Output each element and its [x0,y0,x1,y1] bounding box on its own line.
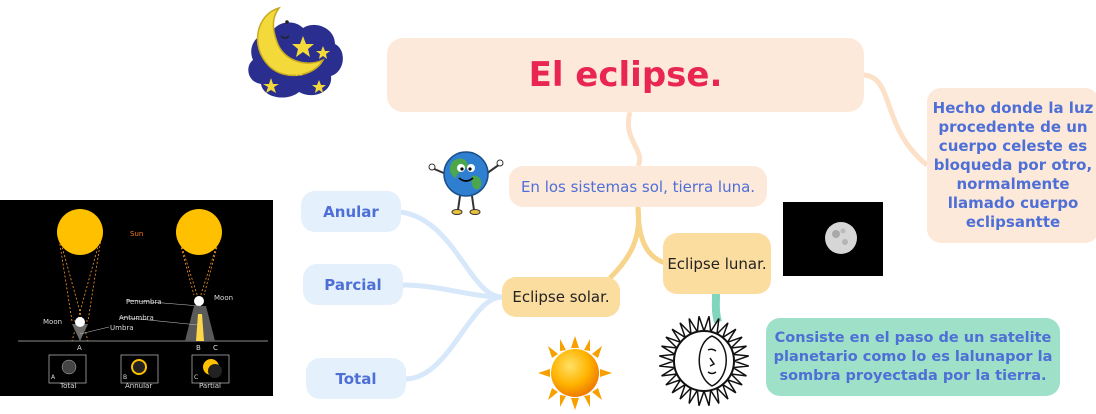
point-c-label: C [213,344,218,352]
lunar-eclipse-node[interactable]: Eclipse lunar. [663,233,771,294]
systems-text: En los sistemas sol, tierra luna. [520,177,756,196]
lunar-eclipse-text: Eclipse lunar. [667,254,767,273]
point-a-label: A [77,344,82,352]
left-moon [75,317,85,327]
panel-total-letter: A [51,374,56,381]
connector-title-definition [861,72,929,167]
panel-annular-label: Annular [125,382,152,390]
umbra-label: Umbra [110,324,134,332]
full-moon-photo [783,202,883,276]
moon-label-left: Moon [43,318,62,326]
eclipse-geometry-diagram: Sun Moon Moon Penumbra Antumbra Umbra A … [0,200,273,396]
moon-label-right: Moon [214,294,233,302]
total-node[interactable]: Total [306,358,406,399]
earth-illustration [428,151,504,215]
lunar-description-node[interactable]: Consiste en el paso de un satelite plane… [766,318,1060,396]
sun-face-rays [659,316,749,406]
parcial-text: Parcial [324,275,382,294]
right-sun [176,209,222,255]
sun-illustration [538,336,612,410]
definition-node[interactable]: Hecho donde la luz procedente de un cuer… [927,88,1096,243]
sun-moon-face-illustration [659,316,749,406]
connector-title-systems [625,111,643,168]
panel-partial-letter: C [194,374,198,381]
panel-annular-letter: B [123,374,127,381]
title-node[interactable]: El eclipse. [387,38,864,112]
connector-systems-lunar [635,206,666,266]
lunar-description-text: Consiste en el paso de un satelite plane… [773,329,1053,384]
point-b-label: B [196,344,201,352]
antumbra-label: Antumbra [119,314,154,322]
definition-text: Hecho donde la luz procedente de un cuer… [932,99,1094,231]
parcial-node[interactable]: Parcial [303,264,403,305]
anular-node[interactable]: Anular [301,191,401,232]
systems-node[interactable]: En los sistemas sol, tierra luna. [509,166,767,207]
connector-solar-anular [400,209,503,300]
solar-eclipse-node[interactable]: Eclipse solar. [502,277,620,317]
panel-total-label: Total [59,382,76,390]
panel-partial-label: Partial [199,382,221,390]
moon-stars-illustration [248,6,343,98]
solar-eclipse-text: Eclipse solar. [512,288,610,306]
connector-solar-parcial [402,282,503,300]
connector-systems-solar [608,206,642,280]
title-text: El eclipse. [528,55,723,95]
anular-text: Anular [323,202,379,221]
penumbra-label: Penumbra [126,298,162,306]
sun-label: Sun [130,230,143,238]
total-text: Total [335,369,377,388]
left-sun [57,209,103,255]
connector-solar-total [405,294,503,382]
right-moon [194,296,204,306]
